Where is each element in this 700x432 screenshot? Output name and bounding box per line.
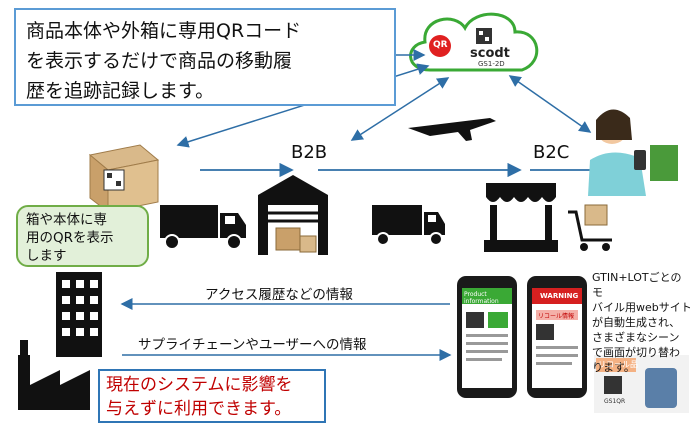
cloud-sub: GS1-2D xyxy=(478,60,505,68)
bubble-line2: 用のQRを表示 xyxy=(26,230,114,246)
side-note-line2: バイル用webサイト xyxy=(592,301,692,314)
phone1-header: Product information xyxy=(464,291,499,305)
qr-badge-icon xyxy=(429,35,451,57)
truck-icon-1 xyxy=(160,205,246,250)
truck-icon-2 xyxy=(372,205,445,246)
top-callout-line2: を表示するだけで商品の移動履 xyxy=(26,50,293,72)
cloud-brand: scodt xyxy=(470,46,510,61)
qr-display-bubble: 箱や本体に専 用のQRを表示 します xyxy=(16,205,149,267)
b2c-label: B2C xyxy=(533,142,570,163)
cloud-to-consumer-arrow xyxy=(508,75,592,133)
shopper-icon xyxy=(588,109,678,196)
side-note-line6: ります。 xyxy=(592,361,635,374)
b2b-label: B2B xyxy=(291,142,328,163)
box-icon xyxy=(88,144,160,214)
qr-badge-label: QR xyxy=(433,40,448,50)
side-note: GTIN+LOTごとのモ バイル用webサイト が自動生成され、 さまざまなシー… xyxy=(592,270,692,375)
access-history-label: アクセス履歴などの情報 xyxy=(205,287,353,303)
cloud-icon xyxy=(409,12,539,72)
bubble-line1: 箱や本体に専 xyxy=(26,212,107,228)
top-callout-line3: 歴を追跡記録します。 xyxy=(26,80,215,102)
side-note-line4: さまざまなシーン xyxy=(592,331,680,344)
side-note-line1: GTIN+LOTごとのモ xyxy=(592,271,682,299)
recall-code: GS1QR xyxy=(604,398,626,405)
top-callout: 商品本体や外箱に専用QRコード を表示するだけで商品の移動履 歴を追跡記録します… xyxy=(14,8,396,106)
factory-icon xyxy=(18,272,102,410)
warehouse-icon xyxy=(258,175,328,255)
side-note-line5: で画面が切り替わ xyxy=(592,346,680,359)
phone-warning xyxy=(527,276,587,398)
supply-chain-label: サプライチェーンやユーザーへの情報 xyxy=(138,337,367,353)
recall-label: リコール品 xyxy=(598,360,638,369)
phone-product-info xyxy=(457,276,517,398)
store-icon xyxy=(484,183,558,252)
bubble-line3: します xyxy=(26,248,67,264)
phone2-header: WARNING xyxy=(540,292,579,300)
phone2-sub: リコール情報 xyxy=(538,313,575,320)
side-note-line3: が自動生成され、 xyxy=(592,316,681,329)
cloud-qr-icon xyxy=(476,28,492,44)
cloud-to-warehouse-arrow xyxy=(350,77,450,141)
bottom-callout: 現在のシステムに影響を 与えずに利用できます。 xyxy=(98,369,326,423)
top-callout-line1: 商品本体や外箱に専用QRコード xyxy=(26,20,302,42)
bottom-callout-line2: 与えずに利用できます。 xyxy=(106,399,292,419)
cart-icon xyxy=(568,204,612,251)
airplane-icon xyxy=(408,118,496,141)
recall-card xyxy=(594,355,689,413)
bottom-callout-line1: 現在のシステムに影響を xyxy=(106,375,293,395)
